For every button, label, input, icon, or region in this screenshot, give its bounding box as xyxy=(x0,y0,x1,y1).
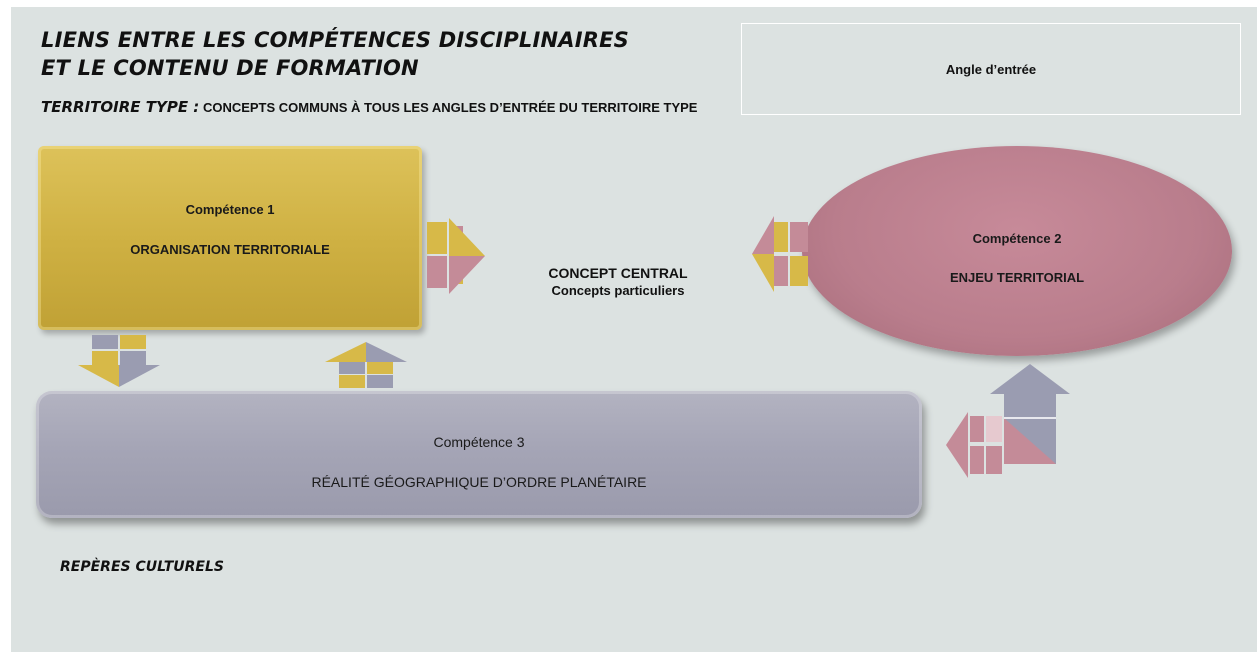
angle-entry-box: Angle d’entrée xyxy=(741,23,1241,115)
competence-1-box: Compétence 1 ORGANISATION TERRITORIALE xyxy=(38,146,422,330)
arrow-right-to-center-icon xyxy=(427,218,485,294)
concepts-particuliers-label: Concepts particuliers xyxy=(551,283,685,298)
angle-entry-label: Angle d’entrée xyxy=(945,61,1037,77)
competence-3-box: Compétence 3 RÉALITÉ GÉOGRAPHIQUE D’ORDR… xyxy=(36,391,922,518)
concept-central: CONCEPT CENTRAL Concepts particuliers xyxy=(508,265,728,298)
reperes-culturels-label: REPÈRES CULTURELS xyxy=(60,559,224,575)
competence-3-title: Compétence 3 xyxy=(433,434,525,450)
diagram-title-line2: ET LE CONTENU DE FORMATION xyxy=(41,56,419,80)
arrow-left-to-center-icon xyxy=(752,216,808,292)
concept-central-label: CONCEPT CENTRAL xyxy=(548,265,688,281)
subtitle-lead: TERRITOIRE TYPE : xyxy=(41,98,200,116)
diagram-subtitle: TERRITOIRE TYPE : CONCEPTS COMMUNS À TOU… xyxy=(41,98,697,116)
competence-2-title: Compétence 2 xyxy=(972,231,1062,246)
arrow-up-from-comp3-icon xyxy=(990,364,1070,464)
subtitle-rest: CONCEPTS COMMUNS À TOUS LES ANGLES D’ENT… xyxy=(202,100,698,115)
competence-2-name: ENJEU TERRITORIAL xyxy=(949,270,1085,285)
competence-1-title: Compétence 1 xyxy=(185,202,275,217)
arrow-left-to-comp3-icon xyxy=(946,412,1002,478)
competence-3-name: RÉALITÉ GÉOGRAPHIQUE D’ORDRE PLANÉTAIRE xyxy=(311,474,647,490)
competence-2-ellipse: Compétence 2 ENJEU TERRITORIAL xyxy=(802,146,1232,356)
competence-1-name: ORGANISATION TERRITORIALE xyxy=(130,242,330,257)
diagram-title-line1: LIENS ENTRE LES COMPÉTENCES DISCIPLINAIR… xyxy=(41,28,629,52)
arrow-down-from-comp1-icon xyxy=(78,335,160,387)
arrow-up-to-comp1-icon xyxy=(325,342,407,388)
